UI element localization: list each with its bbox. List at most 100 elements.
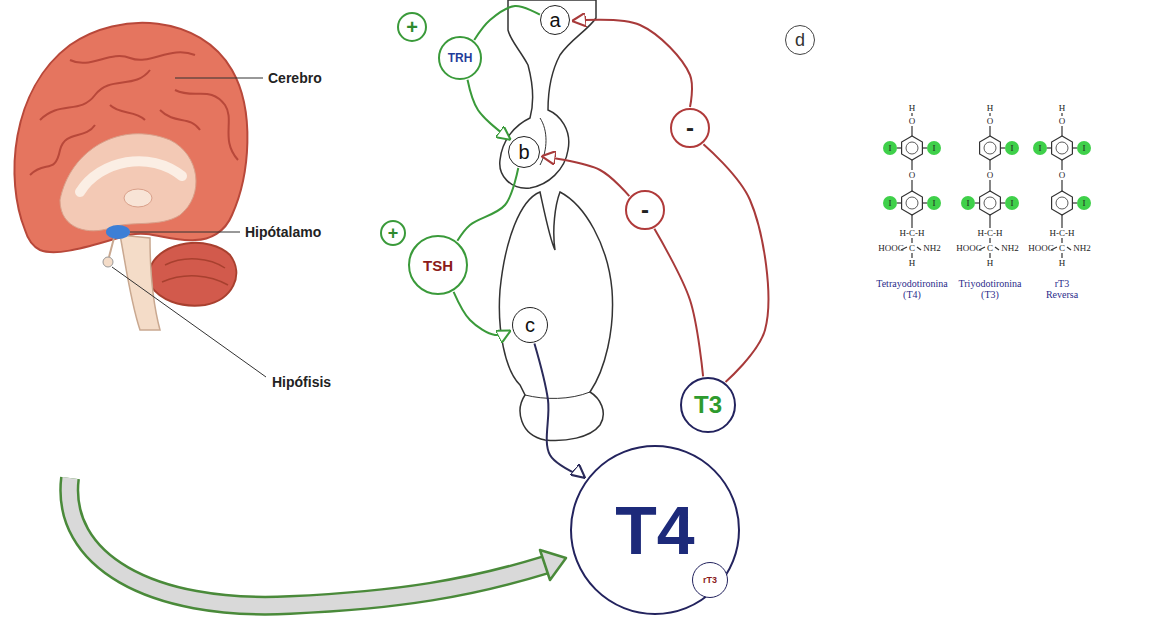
cerebrum [14,23,247,252]
node-label: rT3 [703,576,717,585]
node-label: T4 [615,496,694,564]
node-label: d [795,31,805,49]
benzene-ring [980,136,1001,160]
chemical-bond [1067,247,1071,250]
chemical-bond [989,160,990,170]
atom-label: H [987,259,994,268]
gyrus [160,110,200,130]
part-label: Hipófisis [272,374,331,390]
medial-surface [60,134,196,231]
part-label: Cerebro [268,70,322,86]
thyroid-isthmus [525,392,590,398]
aromatic-ring [1056,197,1068,209]
chemical-bond [1047,147,1052,148]
chemical-structures [883,113,1091,258]
part-label: Hipótalamo [245,224,321,240]
stimulus-arrow [468,80,511,140]
node-label: + [406,17,418,37]
molecule-caption: Tetrayodotironina (T4) [870,278,954,301]
iodine-highlight [1077,141,1091,155]
atom-label: H [1059,104,1066,113]
iodine-highlight [927,196,941,210]
atom-label: NH2 [1073,244,1091,253]
hormone-circle: T4T3rT3 [570,445,740,615]
molecule-caption: Triyodotironina (T3) [954,278,1026,301]
atom-label: C [1059,244,1065,253]
atom-label: C [909,244,915,253]
cerebellum-fold [162,259,228,285]
benzene-ring [1052,191,1073,215]
hormone-circle: T3 [680,377,736,433]
chemical-bond [1061,126,1062,136]
chemical-bond [1061,253,1062,258]
chemical-bond [897,147,902,148]
pituitary [103,257,113,267]
atom-label: I [1011,144,1014,153]
inhibition-sign: - [625,190,665,230]
thyroid-outline [499,192,612,440]
atom-label: O [909,117,916,126]
stimulus-arrow [454,292,511,335]
chemical-bond [989,238,990,243]
atom-label: HOOC [1028,244,1054,253]
aromatic-ring [984,142,996,154]
node-label: - [686,116,694,140]
brain-illustration [14,23,247,330]
chemical-bond [911,238,912,243]
atom-label: C [987,244,993,253]
leader-lines [112,78,266,377]
chemical-bond [1072,147,1077,148]
iodine-highlight [1005,196,1019,210]
aromatic-ring [984,197,996,209]
atom-label: O [909,171,916,180]
leader-line [130,232,240,233]
hormone-circle: TRH [438,36,482,80]
region-letter: b [508,136,540,168]
feedback-arrow [654,229,703,377]
atom-label: I [967,199,970,208]
atom-label: I [1083,144,1086,153]
atom-label: O [1059,117,1066,126]
atom-label: HOOC [878,244,904,253]
node-label: + [388,224,399,242]
aromatic-ring [1056,142,1068,154]
chemical-bond [989,214,990,228]
atom-label: I [1039,144,1042,153]
stimulus-arrow [474,6,540,40]
arrow-band [69,478,545,606]
chemical-bond [989,126,990,136]
gyrus [175,90,238,160]
feedback-arrow [542,156,630,196]
gyrus [70,52,195,63]
atom-label: H-C-H [900,229,925,238]
brainstem [120,235,160,330]
chemical-bond [995,247,999,250]
chemical-bond [897,202,902,203]
node-label: a [549,10,560,30]
leader-line [175,78,263,79]
atom-label: O [987,117,994,126]
stimulus-sign: + [397,12,427,42]
cerebellum [150,243,236,306]
arrow-head [540,550,566,580]
atom-label: I [889,144,892,153]
benzene-ring [902,136,923,160]
stimulus-arrow [457,168,518,241]
iodine-highlight [927,141,941,155]
thalamus [124,189,152,207]
gyrus [40,70,150,120]
chemical-bond [1061,160,1062,170]
hormone-circle: TSH [408,235,468,295]
gyrus [110,105,145,120]
aromatic-ring [906,197,918,209]
chemical-bond [911,253,912,258]
benzene-ring [980,191,1001,215]
molecule-caption: rT3 Reversa [1039,278,1085,301]
iodine-highlight [961,196,975,210]
inhibition-sign: - [670,108,710,148]
chemical-bond [922,147,927,148]
hormone-circle: rT3 [692,562,728,598]
node-label: b [518,142,529,162]
corpus-callosum [80,161,182,192]
chemical-bond [911,126,912,136]
